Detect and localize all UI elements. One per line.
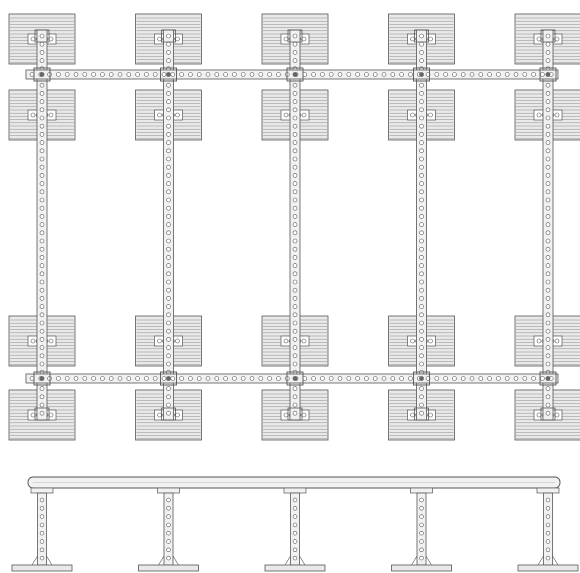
elevation-post-4: [391, 487, 452, 572]
elevation-post-2: [138, 487, 199, 572]
vertical-posts-layer: [34, 29, 556, 421]
vertical-post-5: [540, 29, 556, 421]
horizontal-beam-lower: [25, 371, 559, 386]
elevation-post-3: [264, 487, 326, 572]
elevation-post-5: [517, 487, 579, 572]
horizontal-beams-layer: [25, 67, 559, 386]
vertical-post-1: [34, 29, 50, 421]
side-elevation-view: [11, 476, 579, 572]
elevation-top-rail: [27, 476, 561, 489]
vertical-post-2: [161, 29, 176, 421]
horizontal-beam-upper: [25, 67, 559, 82]
vertical-post-4: [414, 29, 429, 421]
elevation-post-1: [11, 487, 73, 572]
vertical-post-3: [287, 29, 303, 421]
